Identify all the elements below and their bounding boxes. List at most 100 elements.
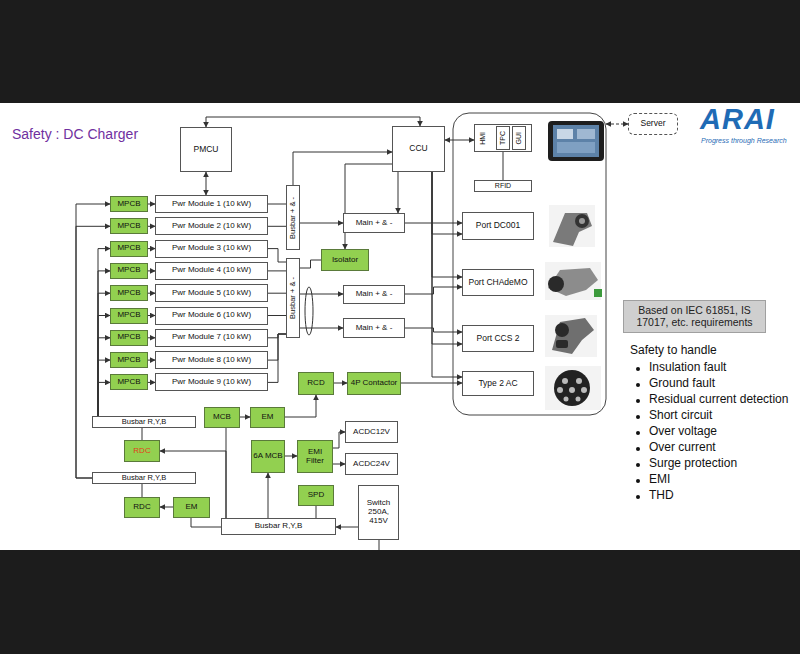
connector-line	[300, 328, 343, 329]
type2-pin	[557, 387, 563, 393]
contactor-box: Main + & -	[343, 285, 405, 304]
chademo-badge	[594, 289, 602, 297]
list-item: EMI	[649, 473, 670, 486]
node-text: SPD	[308, 491, 324, 500]
energy-meter-box: EM	[250, 407, 285, 428]
connector-line	[160, 507, 173, 508]
server-link	[606, 124, 628, 125]
power-module-box: Pwr Module 5 (10 kW)	[155, 284, 268, 302]
node-text: Main + & -	[356, 219, 393, 228]
node-text: MCB	[213, 413, 231, 422]
connector-line	[76, 226, 110, 478]
node-text: Switch 250A, 415V	[359, 499, 398, 525]
connector-line	[293, 152, 392, 185]
connector-line	[405, 223, 462, 224]
supply-box: ACDC12V	[345, 421, 398, 443]
tablet-screen	[553, 125, 599, 157]
connector-line	[206, 117, 420, 127]
connector-line	[333, 432, 345, 448]
node-text: MPCB	[117, 333, 140, 342]
node-text: 4P Contactor	[351, 379, 398, 388]
node-text: MPCB	[117, 244, 140, 253]
connector-line	[268, 334, 286, 382]
connector-line	[98, 249, 110, 416]
connector-line	[432, 172, 462, 234]
logo-text: ARAI	[700, 105, 775, 134]
connector-line	[268, 270, 286, 271]
hmi-part-box: GUI	[512, 126, 526, 150]
node-text: Port DC001	[476, 221, 520, 230]
connector-line	[300, 223, 343, 224]
node-text: Busbar + & -	[289, 197, 297, 239]
connector-line	[398, 172, 399, 213]
connector-line	[268, 334, 286, 360]
standards-note: Based on IEC 61851, IS 17017, etc. requi…	[623, 300, 766, 333]
connector-line	[98, 271, 110, 416]
power-module-box: Pwr Module 1 (10 kW)	[155, 195, 268, 213]
node-text: MPCB	[117, 289, 140, 298]
isolator-box: Isolator	[321, 249, 369, 271]
power-module-box: Pwr Module 3 (10 kW)	[155, 240, 268, 258]
rcd-box: RCD	[298, 372, 334, 395]
dc001-gun	[553, 213, 592, 246]
node-text: Based on IEC 61851, IS 17017, etc. requi…	[624, 305, 765, 328]
switch-box: Switch 250A, 415V	[358, 485, 399, 540]
node-text: Pwr Module 2 (10 kW)	[172, 222, 251, 231]
connector-line	[334, 383, 347, 384]
node-text: Port CHAdeMO	[468, 278, 527, 287]
list-item: Residual current detection	[649, 393, 788, 406]
connector-line	[268, 334, 286, 338]
breaker-box: MPCB	[110, 196, 148, 212]
bullet-dot	[636, 447, 640, 451]
breaker-box: MCB	[204, 407, 240, 428]
tablet-screen-tile	[557, 129, 573, 139]
node-text: RCD	[307, 379, 324, 388]
tablet-body	[548, 121, 604, 161]
filter-box: EMI Filter	[297, 440, 333, 473]
node-text: GUI	[515, 132, 523, 144]
connector-line	[445, 140, 474, 141]
list-heading: Safety to handle	[630, 344, 717, 357]
connector-line	[98, 360, 110, 416]
bullet-dot	[636, 463, 640, 467]
list-item: Insulation fault	[649, 361, 726, 374]
node-text: RDC	[133, 503, 150, 512]
connector-line	[401, 383, 462, 384]
connector-line	[285, 395, 316, 417]
power-module-box: Pwr Module 9 (10 kW)	[155, 373, 268, 391]
node-text: 6A MCB	[253, 452, 282, 461]
node-text: RDC	[133, 447, 150, 456]
node-text: MPCB	[117, 266, 140, 275]
connector-line	[405, 328, 462, 332]
connector-line	[336, 527, 358, 528]
breaker-box: MPCB	[110, 263, 148, 279]
contactor-box: Main + & -	[343, 318, 405, 338]
connector-photo	[545, 315, 597, 357]
connector-line	[226, 428, 227, 518]
list-item: Short circuit	[649, 409, 712, 422]
busbar-box: Busbar R,Y,B	[92, 416, 196, 428]
busbar-box: Busbar + & -	[286, 258, 300, 338]
type2-pin	[576, 397, 581, 402]
breaker-box: MPCB	[110, 308, 148, 324]
port-box: Port CCS 2	[462, 325, 534, 352]
port-box: Port DC001	[462, 212, 534, 240]
ccs2-dc-pins	[556, 340, 568, 348]
ccs2-face	[555, 323, 569, 337]
connector-line	[148, 337, 155, 338]
connector-line	[148, 382, 155, 383]
node-text: MPCB	[117, 200, 140, 209]
connector-photo	[545, 262, 601, 300]
connector-line	[268, 226, 286, 227]
connector-line	[268, 204, 286, 205]
type2-pin	[576, 378, 582, 384]
rdc-box: RDC	[124, 440, 160, 462]
slide-title: Safety : DC Charger	[12, 126, 138, 142]
node-text: MPCB	[117, 356, 140, 365]
node-text: MPCB	[117, 378, 140, 387]
connector-line	[98, 316, 110, 417]
node-text: EM	[262, 413, 274, 422]
node-text: TPC	[499, 131, 507, 145]
port-box: Type 2 AC	[462, 371, 534, 396]
